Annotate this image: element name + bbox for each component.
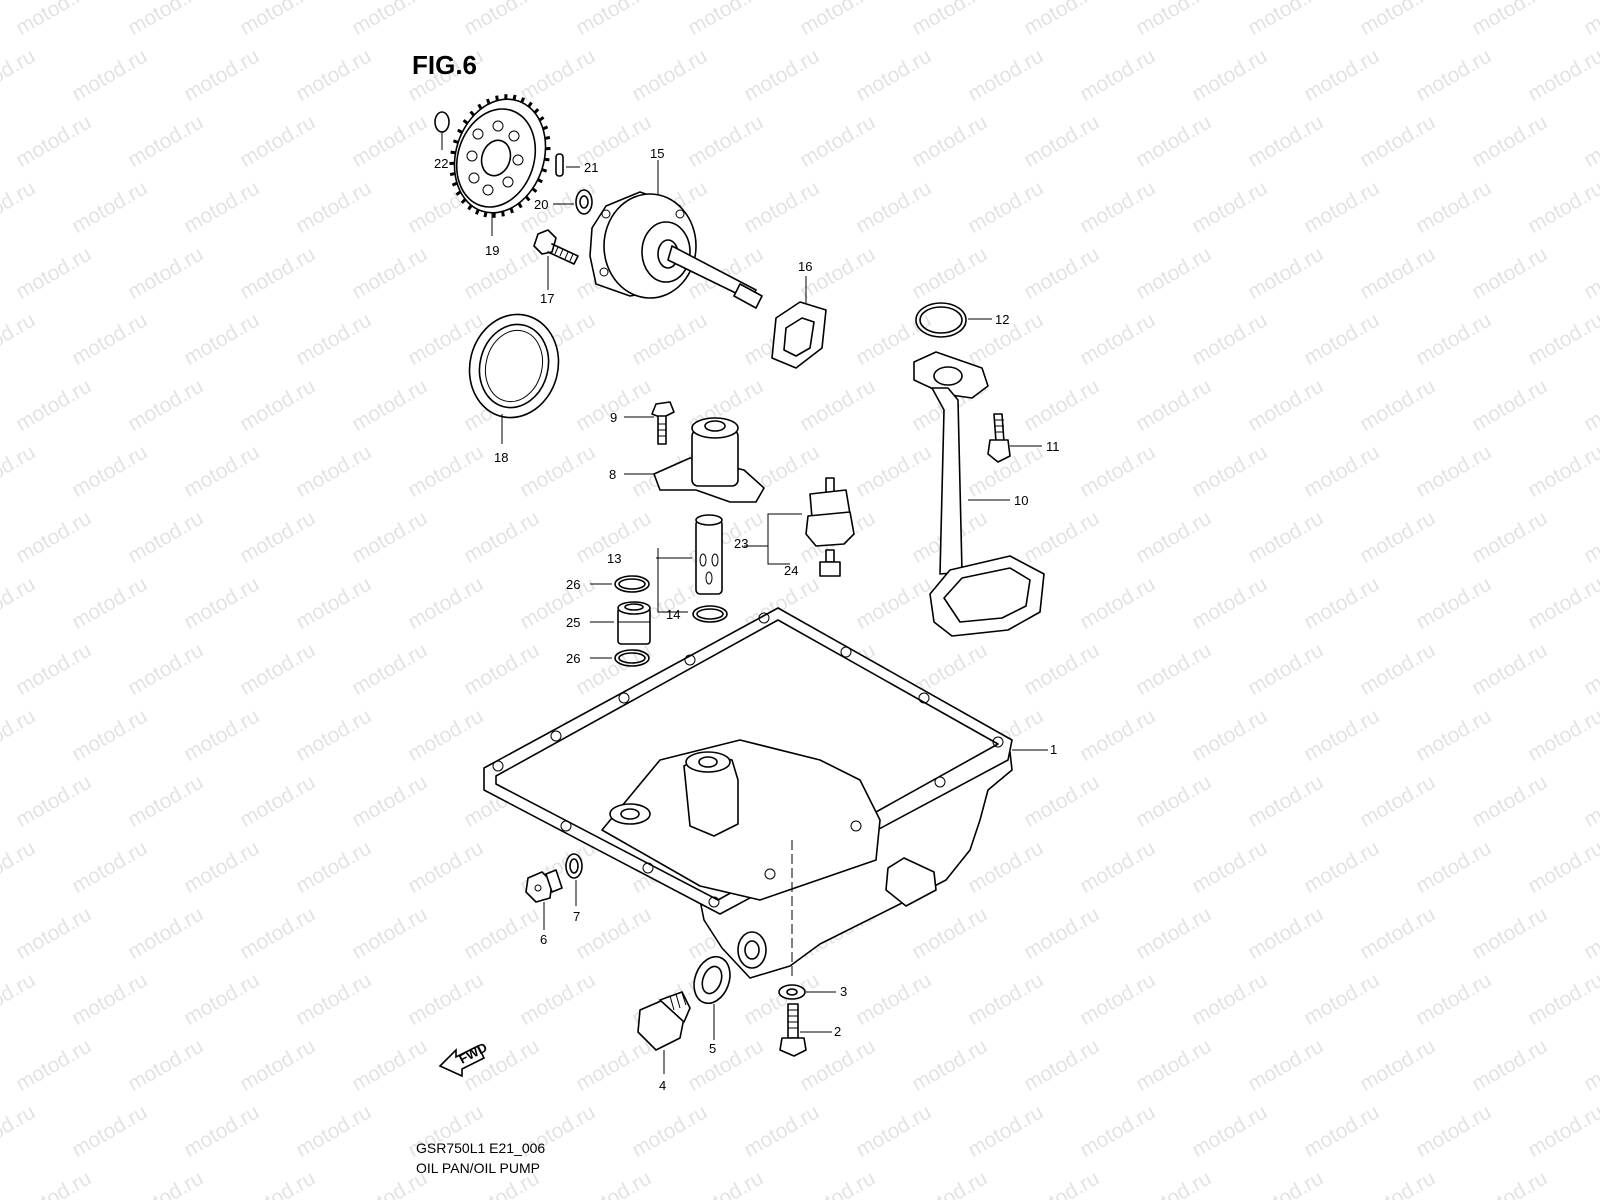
callout-1: 1: [1050, 742, 1057, 757]
pin-part[interactable]: [555, 153, 564, 177]
oil-pressure-switch[interactable]: [805, 477, 855, 547]
callout-18: 18: [494, 450, 508, 465]
pump-bolt[interactable]: [533, 229, 579, 265]
callout-8: 8: [609, 467, 616, 482]
callout-20: 20: [534, 197, 548, 212]
callout-16: 16: [798, 259, 812, 274]
callout-4: 4: [659, 1078, 666, 1093]
regulator-o-ring[interactable]: [692, 605, 728, 623]
callout-3: 3: [840, 984, 847, 999]
jet-holder-bolt[interactable]: [651, 401, 675, 445]
callout-11: 11: [1046, 439, 1060, 454]
callout-10: 10: [1014, 493, 1028, 508]
o-ring-lower[interactable]: [614, 649, 650, 667]
callout-17: 17: [540, 291, 554, 306]
strainer-o-ring[interactable]: [915, 302, 967, 338]
callout-24: 24: [784, 563, 798, 578]
callout-6: 6: [540, 932, 547, 947]
strainer-bolt[interactable]: [987, 413, 1011, 463]
figure-title: FIG.6: [412, 50, 478, 80]
plug-gasket-small[interactable]: [565, 853, 583, 879]
callout-23: 23: [734, 536, 748, 551]
oil-pump-drive-gear[interactable]: [440, 87, 560, 225]
callout-26-lower: 26: [566, 651, 580, 666]
callout-14: 14: [666, 607, 680, 622]
callout-12: 12: [995, 312, 1009, 327]
oil-pan-washer[interactable]: [778, 984, 806, 1000]
drain-plug[interactable]: [637, 991, 691, 1051]
circlip-part[interactable]: [434, 111, 450, 133]
oil-pump-driven-gear[interactable]: [459, 305, 570, 427]
callout-9: 9: [610, 410, 617, 425]
oil-pump-assembly[interactable]: [589, 191, 763, 309]
callout-15: 15: [650, 146, 664, 161]
switch-screw[interactable]: [819, 549, 841, 577]
figure-code: GSR750L1 E21_006: [416, 1140, 546, 1156]
drain-plug-small[interactable]: [525, 869, 563, 903]
pump-gasket[interactable]: [771, 301, 827, 369]
callout-26-upper: 26: [566, 577, 580, 592]
oil-pressure-regulator[interactable]: [695, 514, 723, 595]
callout-25: 25: [566, 615, 580, 630]
forward-arrow-icon: FWD: [438, 1040, 490, 1078]
callout-19: 19: [485, 243, 499, 258]
washer-part[interactable]: [575, 189, 593, 215]
oil-pan[interactable]: [483, 607, 1013, 980]
callout-21: 21: [584, 160, 598, 175]
figure-caption: OIL PAN/OIL PUMP: [416, 1160, 540, 1176]
callout-13: 13: [607, 551, 621, 566]
gear-teeth: [449, 94, 551, 218]
o-ring-upper[interactable]: [614, 575, 650, 593]
callout-2: 2: [834, 1024, 841, 1039]
oil-pipe[interactable]: [617, 601, 651, 645]
oil-pan-bolt[interactable]: [779, 1003, 807, 1057]
callout-7: 7: [573, 909, 580, 924]
drain-plug-gasket[interactable]: [688, 952, 736, 1009]
oil-jet-holder[interactable]: [653, 417, 765, 503]
oil-strainer[interactable]: [913, 351, 1045, 637]
callout-22: 22: [434, 156, 448, 171]
callout-5: 5: [709, 1041, 716, 1056]
